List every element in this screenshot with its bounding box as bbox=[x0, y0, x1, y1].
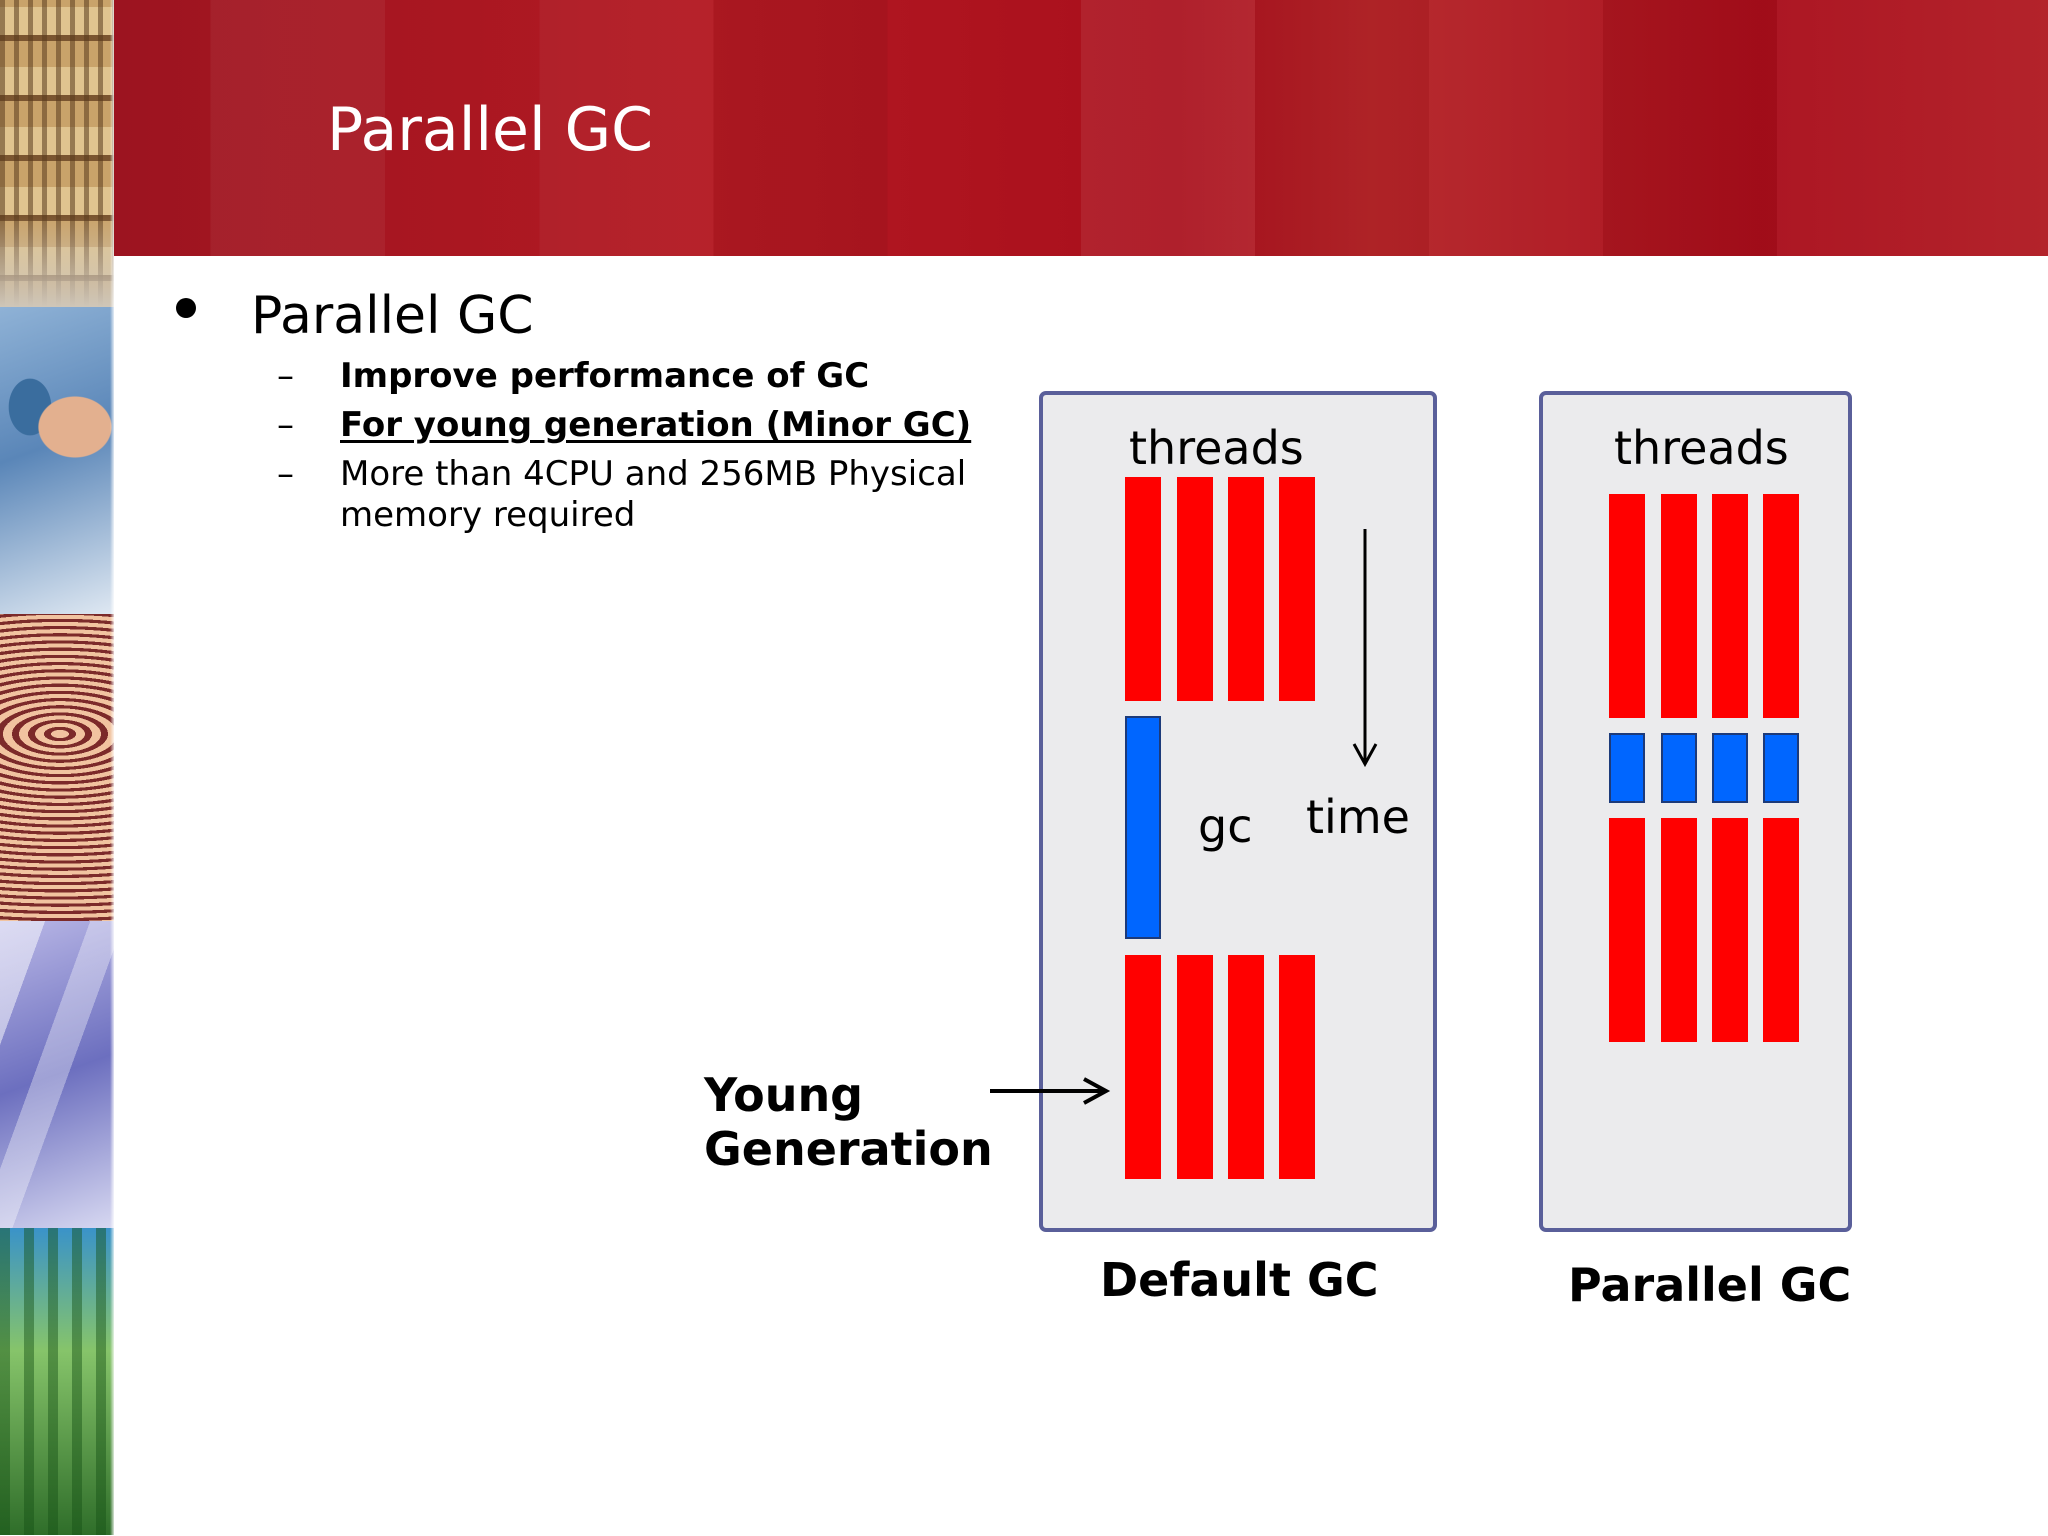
hand-device-photo bbox=[0, 307, 114, 614]
sub-bullet-dash: – bbox=[277, 356, 294, 396]
gc-label: gc bbox=[1198, 799, 1253, 853]
sub-bullet-dash: – bbox=[277, 405, 294, 445]
thread-bar bbox=[1763, 818, 1799, 1042]
thread-bar bbox=[1279, 477, 1315, 701]
sub-bullet-requirements-line2: memory required bbox=[340, 495, 636, 535]
gc-bar bbox=[1609, 733, 1645, 803]
sub-bullet-improve-performance: Improve performance of GC bbox=[340, 356, 870, 396]
gc-bar bbox=[1661, 733, 1697, 803]
thread-bar bbox=[1712, 818, 1748, 1042]
gc-bar bbox=[1125, 716, 1161, 939]
thread-bar bbox=[1228, 955, 1264, 1179]
thread-bar bbox=[1125, 477, 1161, 701]
parallel-threads-label: threads bbox=[1614, 421, 1789, 475]
thread-bar bbox=[1228, 477, 1264, 701]
thread-bar bbox=[1661, 494, 1697, 718]
decorative-photo-strip bbox=[0, 0, 114, 1536]
thread-bar bbox=[1712, 494, 1748, 718]
thread-bar bbox=[1661, 818, 1697, 1042]
slide-header-band bbox=[114, 0, 2048, 256]
default-threads-label: threads bbox=[1129, 421, 1304, 475]
sub-bullet-young-generation: For young generation (Minor GC) bbox=[340, 405, 1000, 446]
parallel-gc-caption: Parallel GC bbox=[1568, 1258, 1852, 1312]
default-gc-caption: Default GC bbox=[1100, 1253, 1379, 1307]
time-arrow-icon bbox=[1352, 529, 1378, 768]
thread-bar bbox=[1177, 955, 1213, 1179]
sub-bullet-young-generation-text: For young generation (Minor GC) bbox=[340, 405, 972, 445]
thread-bar bbox=[1125, 955, 1161, 1179]
thread-bar bbox=[1609, 494, 1645, 718]
thread-bar bbox=[1279, 955, 1315, 1179]
gc-bar bbox=[1763, 733, 1799, 803]
keypad-photo bbox=[0, 614, 114, 921]
warehouse-photo bbox=[0, 0, 114, 307]
sub-bullet-dash: – bbox=[277, 454, 294, 494]
young-generation-label: Young Generation bbox=[704, 1068, 993, 1176]
thread-bar bbox=[1177, 477, 1213, 701]
slide-title: Parallel GC bbox=[327, 95, 654, 165]
bullet-dot bbox=[176, 298, 196, 318]
thread-bar bbox=[1763, 494, 1799, 718]
gc-bar bbox=[1712, 733, 1748, 803]
time-label: time bbox=[1306, 790, 1410, 844]
lab-equipment-photo bbox=[0, 921, 114, 1228]
main-bullet: Parallel GC bbox=[251, 286, 534, 346]
young-generation-line1: Young bbox=[704, 1068, 864, 1122]
thread-bar bbox=[1609, 818, 1645, 1042]
young-generation-line2: Generation bbox=[704, 1122, 993, 1176]
test-tubes-photo bbox=[0, 1228, 114, 1535]
sub-bullet-requirements-line1: More than 4CPU and 256MB Physical bbox=[340, 454, 967, 494]
young-generation-arrow-icon bbox=[990, 1077, 1111, 1105]
